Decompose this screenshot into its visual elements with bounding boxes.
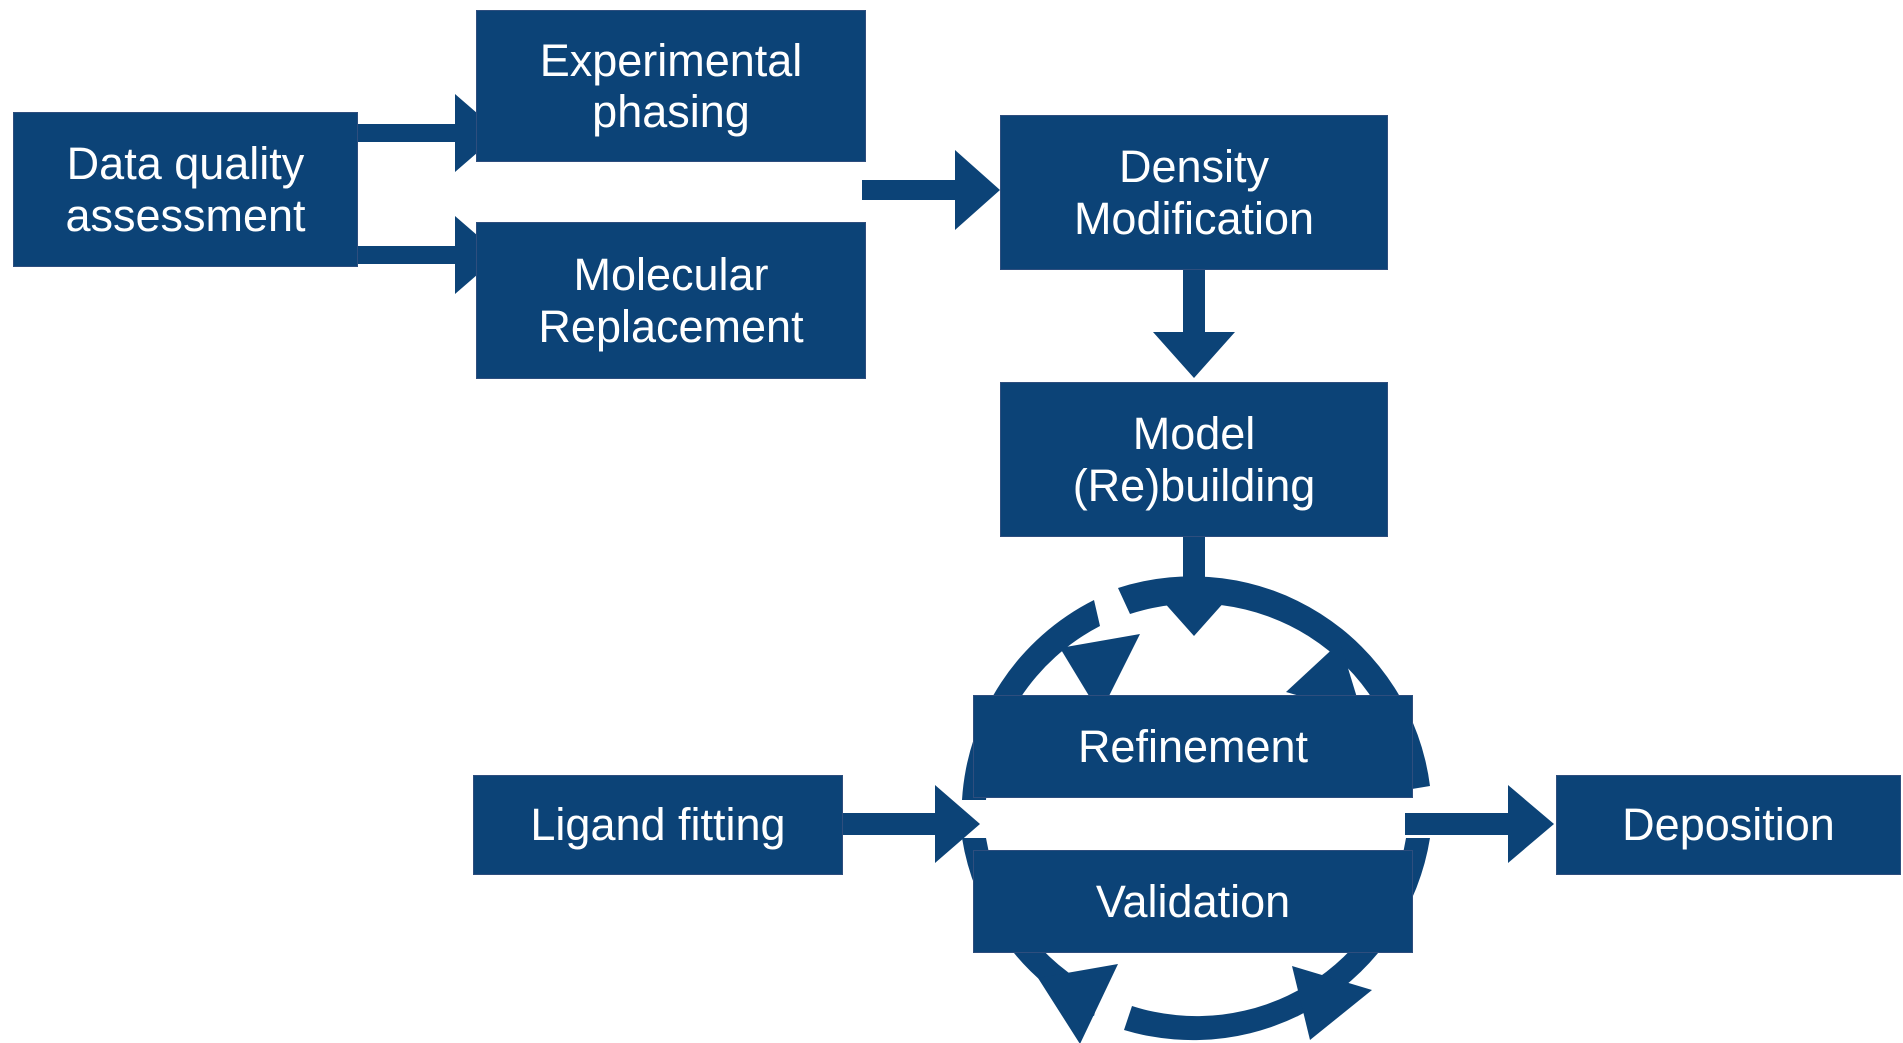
node-label-density-modification: Density Modification (1073, 141, 1315, 244)
node-label-model-rebuilding: Model (Re)building (1072, 408, 1316, 511)
node-data-quality-assessment[interactable]: Data quality assessment (13, 112, 358, 267)
node-density-modification[interactable]: Density Modification (1000, 115, 1388, 270)
node-label-validation: Validation (1095, 875, 1291, 927)
node-validation[interactable]: Validation (973, 850, 1413, 953)
arrow-model-rebuilding-to-cycle (1153, 537, 1235, 636)
node-ligand-fitting[interactable]: Ligand fitting (473, 775, 843, 875)
node-molecular-replacement[interactable]: Molecular Replacement (476, 222, 866, 379)
node-experimental-phasing[interactable]: Experimental phasing (476, 10, 866, 162)
node-model-rebuilding[interactable]: Model (Re)building (1000, 382, 1388, 537)
node-label-data-quality-assessment: Data quality assessment (65, 138, 306, 241)
node-label-deposition: Deposition (1622, 799, 1835, 851)
arrow-cycle-to-deposition (1405, 785, 1554, 863)
cycle-arrowhead-bottom-left (1038, 964, 1118, 1043)
node-label-refinement: Refinement (1077, 720, 1309, 772)
arrow-density-modification-to-model-rebuilding (1153, 270, 1235, 378)
node-label-ligand-fitting: Ligand fitting (530, 799, 786, 851)
node-refinement[interactable]: Refinement (973, 695, 1413, 798)
node-label-experimental-phasing: Experimental phasing (539, 34, 803, 137)
arrow-phasing-to-density-modification (862, 150, 1000, 230)
node-deposition[interactable]: Deposition (1556, 775, 1901, 875)
circular-arrow-icon (962, 576, 1430, 1043)
node-label-molecular-replacement: Molecular Replacement (538, 249, 804, 352)
arrow-ligand-fitting-to-cycle (843, 785, 980, 863)
cycle-arrowhead-bottom-right (1292, 966, 1372, 1040)
